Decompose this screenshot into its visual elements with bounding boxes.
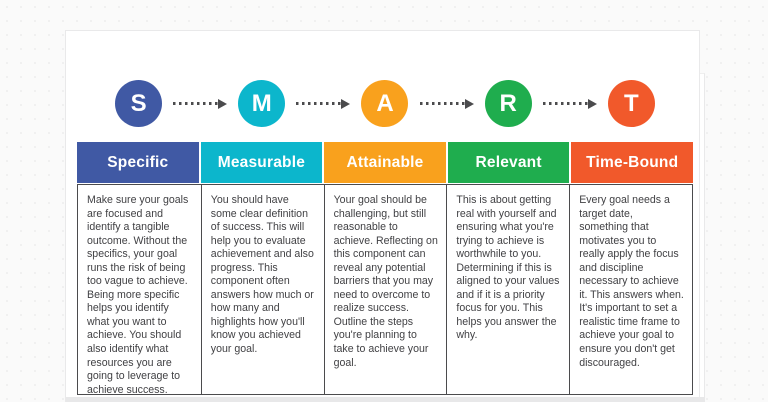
letter-circle-m: M — [238, 80, 286, 127]
column-header-specific: Specific — [77, 142, 199, 183]
column-header-attainable: Attainable — [324, 142, 446, 183]
bottom-strip — [66, 397, 705, 402]
description-row: Make sure your goals are focused and ide… — [77, 184, 693, 395]
column-body-specific: Make sure your goals are focused and ide… — [87, 194, 189, 394]
flow-arrow-icon — [296, 97, 350, 110]
column-headers-row: Specific Measurable Attainable Relevant … — [77, 142, 693, 183]
flow-arrow-icon — [173, 97, 227, 110]
letter-circle-t: T — [607, 80, 655, 127]
column-header-time-bound: Time-Bound — [571, 142, 693, 183]
letter-circles-row: S M A R T — [77, 80, 693, 127]
letter-circle-s: S — [115, 80, 163, 127]
smart-diagram: S M A R T — [77, 80, 693, 395]
column-body-attainable: Your goal should be challenging, but sti… — [323, 185, 447, 394]
flow-arrow-icon — [420, 97, 474, 110]
flow-arrow-icon — [543, 97, 597, 110]
column-header-relevant: Relevant — [447, 142, 570, 183]
column-header-measurable: Measurable — [200, 142, 323, 183]
letter-circle-r: R — [484, 80, 532, 127]
column-body-time-bound: Every goal needs a target date, somethin… — [569, 185, 692, 394]
card-edge-tab — [699, 73, 705, 402]
column-body-measurable: You should have some clear definition of… — [200, 185, 324, 394]
letter-circle-a: A — [361, 80, 409, 127]
column-body-relevant: This is about getting real with yourself… — [446, 185, 569, 394]
